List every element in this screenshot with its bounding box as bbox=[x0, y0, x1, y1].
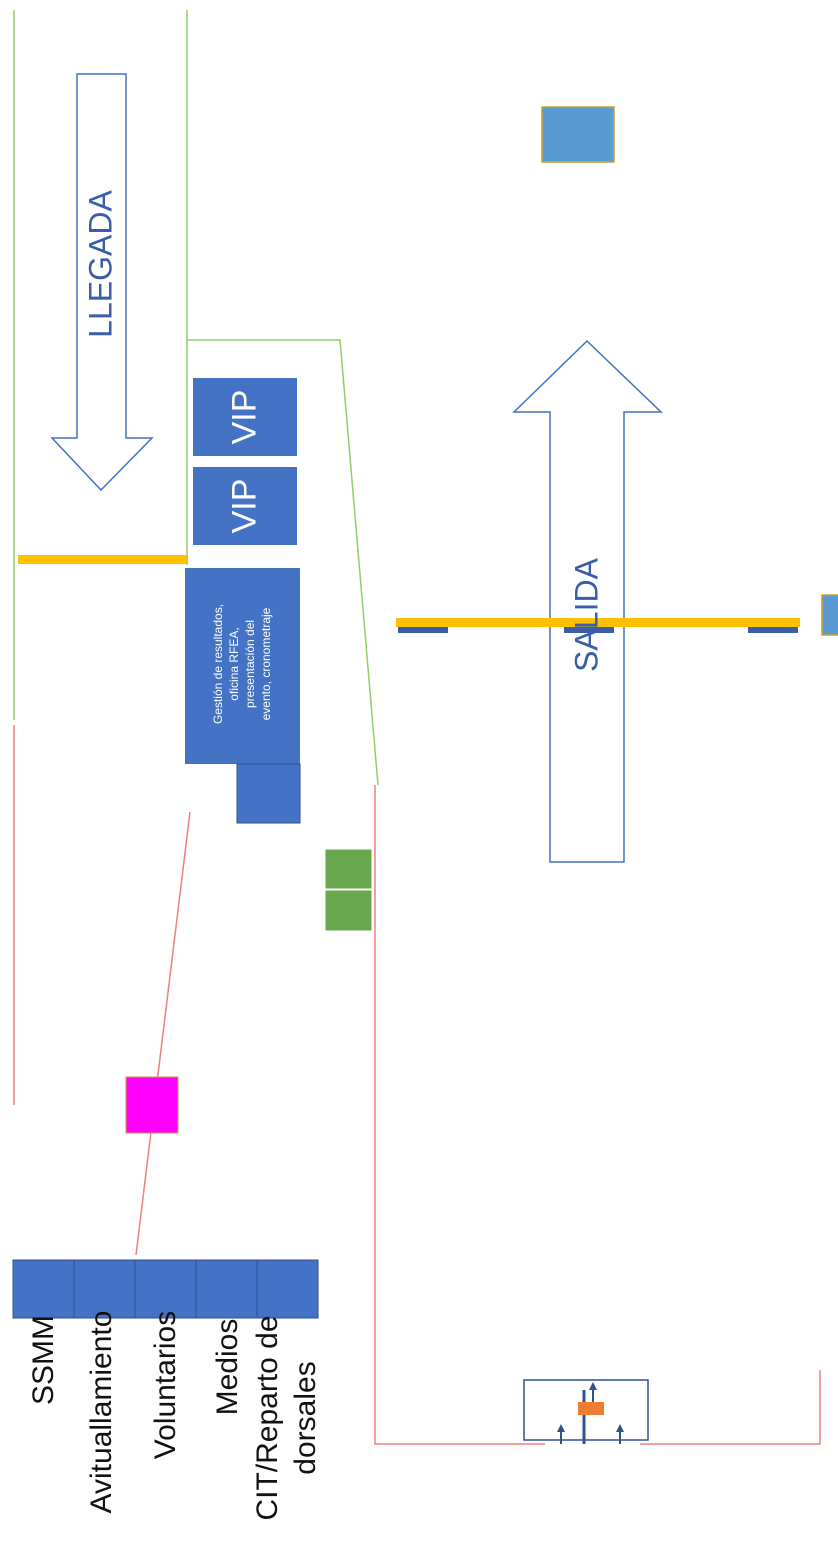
legend-label-ssmm: SSMM bbox=[25, 1315, 63, 1405]
office-tent-annex bbox=[236, 763, 301, 824]
light-blue-box bbox=[541, 106, 615, 163]
start-pad bbox=[398, 627, 448, 633]
legend-label-avituallamiento: Avituallamiento bbox=[83, 1311, 121, 1514]
office-label-line: oficina RFEA, bbox=[227, 627, 241, 701]
finish-line bbox=[18, 555, 188, 564]
office-label: Gestión de resultados, oficina RFEA, pre… bbox=[210, 569, 274, 759]
office-label-line: presentación del bbox=[243, 619, 257, 709]
office-label-line: evento, cronometraje bbox=[259, 607, 273, 721]
legend-block-voluntarios bbox=[134, 1259, 197, 1319]
light-blue-box-edge bbox=[821, 594, 838, 636]
vip-box-2 bbox=[193, 378, 297, 456]
legend-block-ssmm bbox=[12, 1259, 75, 1319]
legend-label-avituallamiento-text: Avituallamiento bbox=[85, 1310, 118, 1514]
legend-label-cit-line-2: dorsales bbox=[289, 1361, 322, 1475]
start-pad bbox=[564, 627, 614, 633]
legend-block-medios bbox=[195, 1259, 258, 1319]
red-line-connector bbox=[135, 811, 191, 1256]
arrival-label: LLEGADA bbox=[82, 190, 119, 338]
arrival-arrow bbox=[50, 73, 154, 492]
office-tent bbox=[185, 568, 300, 764]
red-line-start-left bbox=[374, 785, 545, 1445]
red-boundary bbox=[13, 725, 821, 1445]
start-gate-orange bbox=[578, 1402, 604, 1415]
vip-label-2: VIP bbox=[225, 389, 264, 445]
legend-label-medios: Medios bbox=[209, 1319, 247, 1416]
legend-label-voluntarios-text: Voluntarios bbox=[149, 1310, 182, 1460]
green-box bbox=[324, 889, 373, 932]
legend-label-voluntarios: Voluntarios bbox=[147, 1311, 185, 1459]
legend-block-avituallamiento bbox=[73, 1259, 136, 1319]
start-arrow bbox=[512, 339, 663, 863]
start-line-group bbox=[396, 618, 800, 633]
start-pad bbox=[748, 627, 798, 633]
legend-label-cit: CIT/Reparto de dorsales bbox=[249, 1315, 325, 1520]
magenta-box bbox=[125, 1076, 179, 1134]
red-line-start-right bbox=[640, 1370, 821, 1445]
gate-arrow-head bbox=[589, 1382, 597, 1390]
vip-label-1: VIP bbox=[225, 478, 264, 534]
gate-arrow-head bbox=[557, 1424, 565, 1432]
legend-label-cit-line-1: CIT/Reparto de bbox=[251, 1315, 284, 1521]
green-boundary bbox=[13, 10, 379, 786]
office-label-line: Gestión de resultados, bbox=[211, 603, 225, 725]
vip-box-1 bbox=[193, 467, 297, 545]
gate-arrow-head bbox=[616, 1424, 624, 1432]
start-line bbox=[396, 618, 800, 627]
legend-label-medios-text: Medios bbox=[211, 1318, 244, 1416]
legend-block-cit bbox=[256, 1259, 319, 1319]
legend-blocks bbox=[12, 1259, 319, 1319]
start-label: SALIDA bbox=[568, 558, 605, 672]
green-box bbox=[324, 848, 373, 890]
start-gate bbox=[523, 1379, 649, 1444]
legend-label-ssmm-text: SSMM bbox=[27, 1315, 60, 1405]
green-line-funnel bbox=[187, 339, 379, 786]
